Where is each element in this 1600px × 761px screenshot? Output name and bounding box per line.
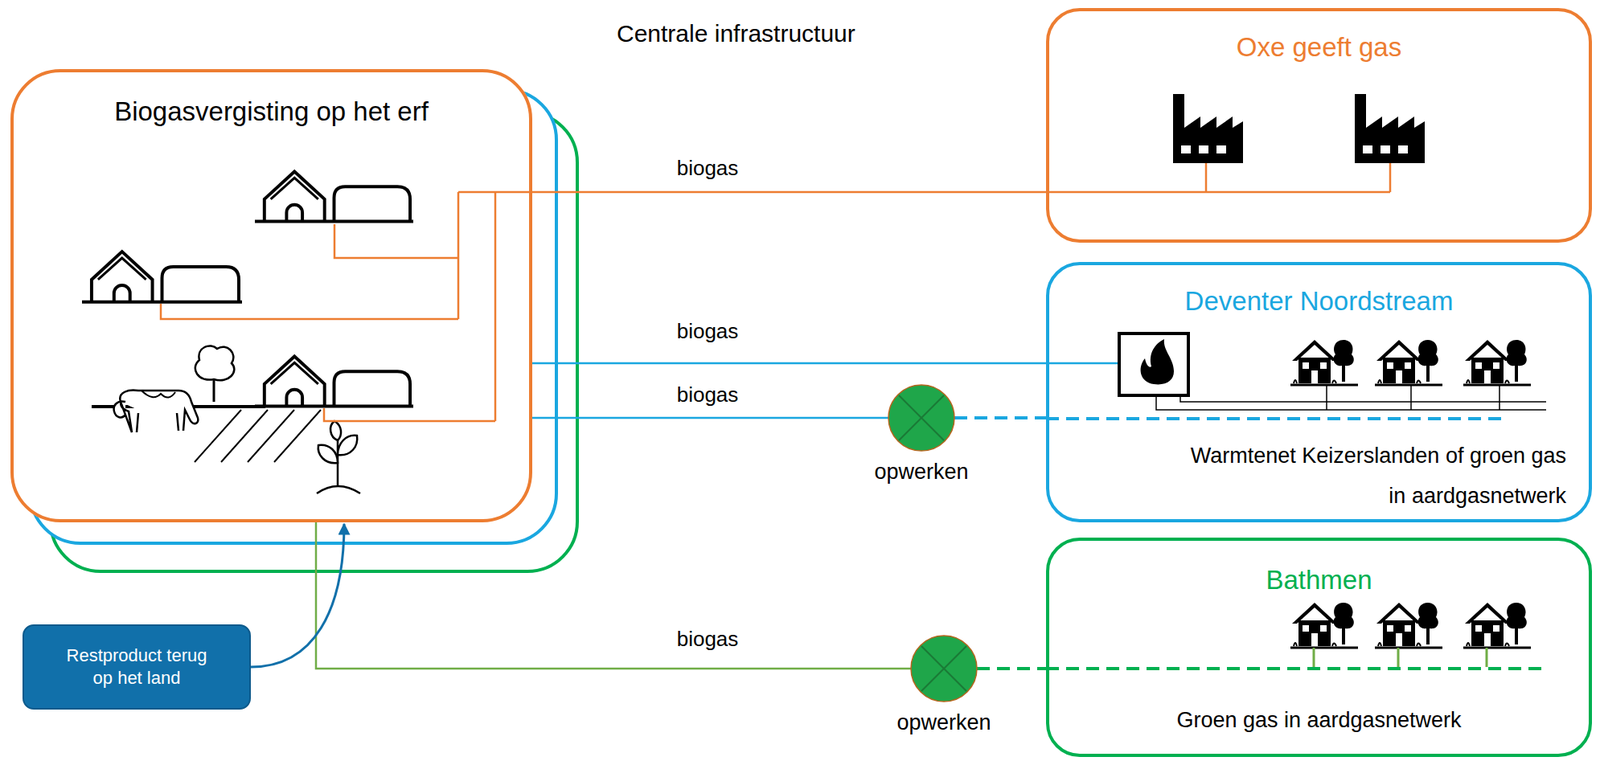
box-title: Bathmen [1049,565,1589,596]
flow-line [976,667,1047,671]
upgrade-node: opwerken [861,384,982,489]
consumer-box: Deventer NoordstreamWarmtenet Keizerslan… [1046,262,1592,523]
flow-line [532,362,1047,366]
process-box: Restproduct terug op het land [22,624,251,710]
upgrade-symbol [883,635,1005,705]
box-text: Restproduct terug op het land [24,644,250,690]
edge-label: biogas [672,382,744,408]
flow-line [532,191,1047,194]
consumer-box: BathmenGroen gas in aardgasnetwerk [1046,537,1592,758]
flow-line [954,416,1047,420]
box-title: Deventer Noordstream [1049,286,1589,317]
box-title: Oxe geeft gas [1049,32,1589,63]
flow-line [250,524,345,668]
section-label: Centrale infrastructuur [616,20,856,48]
box-body: Groen gas in aardgasnetwerk [1049,708,1589,734]
consumer-box: Oxe geeft gas [1046,8,1592,243]
farm-group-box: Biogasvergisting op het erf [10,69,533,523]
upgrade-symbol [861,384,982,454]
upgrade-node: opwerken [883,635,1005,740]
flow-line [532,417,889,420]
node-label: opwerken [883,710,1005,736]
node-label: opwerken [861,459,982,485]
box-body: Warmtenet Keizerslanden of groen gas in … [1178,435,1567,517]
flow-line [315,522,911,669]
edge-label: biogas [672,319,744,345]
edge-label: biogas [672,627,744,653]
edge-label: biogas [672,155,744,181]
box-title: Biogasvergisting op het erf [13,96,530,128]
